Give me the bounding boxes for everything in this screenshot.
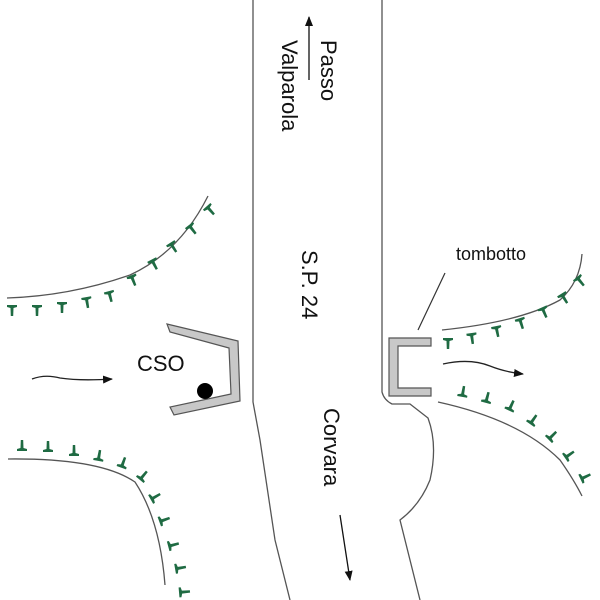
vegetation-icon	[43, 441, 53, 452]
vegetation-icon	[202, 202, 218, 218]
vegetation-icon	[116, 455, 130, 470]
vegetation-icon	[578, 469, 593, 484]
vegetation-icon	[7, 305, 17, 316]
label-tombotto: tombotto	[456, 244, 526, 264]
label-road-name: S.P. 24	[297, 250, 322, 319]
vegetation-icon	[178, 586, 191, 598]
vegetation-icon	[148, 489, 163, 504]
vegetation-icon	[17, 440, 27, 451]
vegetation-icon	[157, 513, 172, 527]
label-passo: Passo	[316, 40, 341, 101]
vegetation-west-north	[7, 202, 218, 316]
vegetation-icon	[32, 305, 42, 316]
vegetation-icon	[135, 468, 151, 484]
culvert-structure	[388, 337, 432, 397]
stream-bank-east-north	[441, 253, 583, 331]
vegetation-icon	[166, 538, 181, 552]
vegetation-icon	[69, 445, 79, 456]
south-arrow	[339, 514, 353, 581]
vegetation-icon	[457, 385, 469, 398]
vegetation-icon	[480, 390, 494, 405]
vegetation-icon	[103, 289, 117, 304]
vegetation-icon	[466, 332, 478, 345]
flow-arrow-east	[442, 360, 524, 377]
vegetation-icon	[491, 325, 504, 338]
vegetation-east-north	[443, 273, 588, 349]
vegetation-icon	[572, 273, 588, 289]
vegetation-icon	[504, 398, 519, 413]
cso-marker-dot	[197, 383, 213, 399]
vegetation-icon	[537, 305, 552, 320]
road-edge-west	[252, 0, 291, 600]
vegetation-icon	[174, 562, 187, 574]
cso-structure	[166, 323, 241, 416]
vegetation-icon	[93, 449, 105, 462]
vegetation-icon	[544, 428, 560, 444]
stream-bank-west-south	[7, 458, 166, 586]
vegetation-icon	[526, 412, 541, 427]
road-edge-east	[381, 0, 435, 600]
vegetation-icon	[562, 447, 577, 462]
stream-bank-west-north	[6, 195, 209, 299]
vegetation-east-south	[457, 385, 593, 484]
flow-arrow-west	[31, 375, 113, 384]
vegetation-icon	[514, 316, 528, 331]
label-cso: CSO	[137, 351, 185, 376]
stream-bank-east-south	[437, 401, 583, 497]
vegetation-icon	[57, 302, 67, 313]
culvert-leader-line	[417, 272, 446, 331]
label-corvara: Corvara	[319, 408, 344, 487]
label-valparola: Valparola	[277, 40, 302, 132]
vegetation-icon	[557, 291, 572, 306]
vegetation-icon	[443, 338, 453, 349]
vegetation-icon	[81, 296, 93, 309]
vegetation-icon	[166, 240, 181, 255]
